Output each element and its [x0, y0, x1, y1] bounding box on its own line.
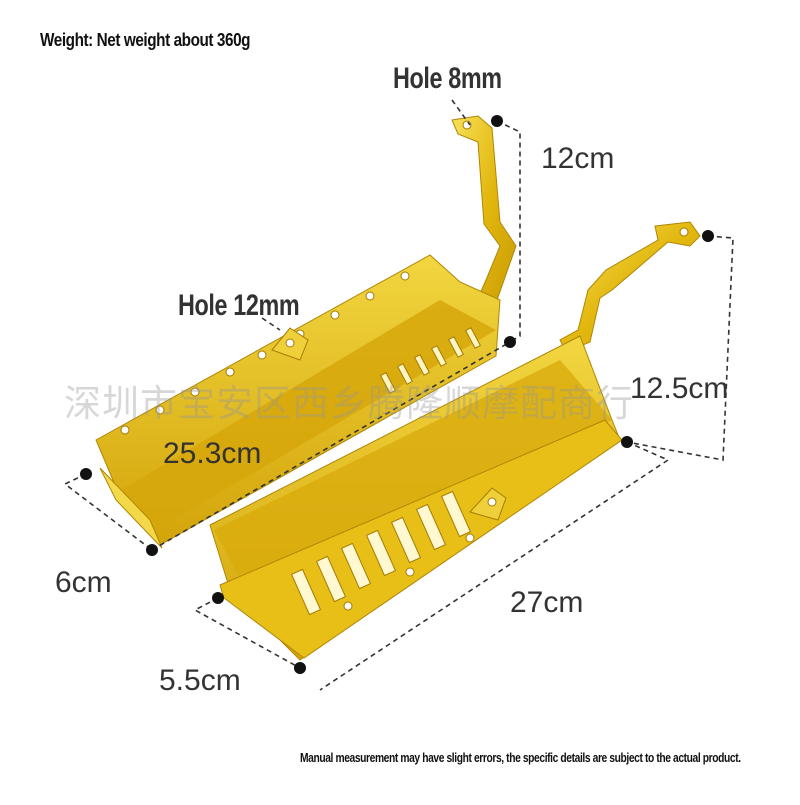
- weight-label: Weight: Net weight about 360g: [40, 30, 251, 50]
- dimension-27cm: 27cm: [510, 586, 584, 619]
- right-bracket-arm: [559, 221, 701, 353]
- left-floor: [118, 300, 496, 528]
- dimension-6cm: 6cm: [55, 566, 112, 599]
- dimension-dots: [80, 115, 714, 674]
- hole-8mm-label: Hole 8mm: [393, 62, 502, 95]
- dimension-12-5cm: 12.5cm: [630, 372, 729, 405]
- hole-12mm-label: Hole 12mm: [178, 289, 300, 322]
- disclaimer-text: Manual measurement may have slight error…: [300, 750, 741, 765]
- watermark-text: 深圳市宝安区西乡腾隆顺摩配商行: [64, 382, 634, 425]
- dim-line-125cm: [626, 235, 734, 461]
- dimension-5-5cm: 5.5cm: [159, 664, 241, 697]
- hole12-leader: [261, 317, 281, 331]
- right-bracket-hole: [679, 227, 689, 237]
- left-vent-holes: [120, 271, 410, 435]
- dim-line-253cm: [151, 341, 511, 551]
- dimension-25-3cm: 25.3cm: [163, 437, 262, 470]
- left-slots: [379, 327, 482, 394]
- dimension-12cm: 12cm: [541, 142, 615, 175]
- right-heat-shield: [209, 221, 701, 661]
- right-slots: [290, 490, 472, 616]
- left-front-lip: [99, 467, 163, 549]
- left-heat-shield: [95, 115, 517, 549]
